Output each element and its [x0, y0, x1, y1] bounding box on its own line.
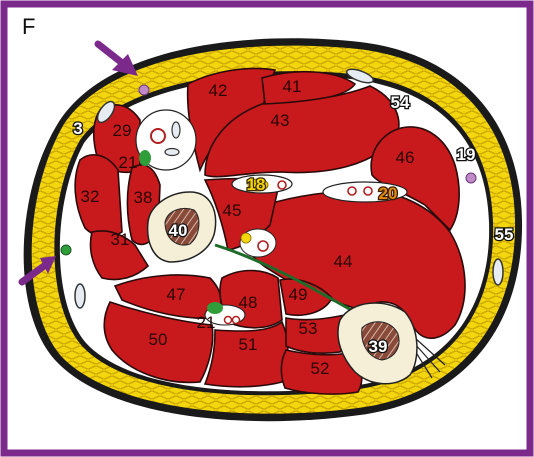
- structure-label-29: 29: [113, 121, 132, 140]
- structure-label-41: 41: [283, 77, 302, 96]
- structure-label-21b: 21: [197, 313, 216, 332]
- structure-label-40: 40: [169, 221, 188, 240]
- structure-label-50: 50: [149, 330, 168, 349]
- structure-label-47: 47: [167, 285, 186, 304]
- structure-label-54: 54: [391, 93, 410, 112]
- structure-label-43: 43: [271, 111, 290, 130]
- structure-label-18: 18: [247, 175, 266, 194]
- cutaneous-nerve-left: [61, 245, 71, 255]
- panel-letter: F: [22, 14, 35, 40]
- structure-label-51: 51: [239, 335, 258, 354]
- nerve-21-upper: [139, 150, 151, 166]
- vein-21-upper: [172, 122, 180, 138]
- structure-label-32: 32: [81, 187, 100, 206]
- cutaneous-nerve-right: [466, 173, 476, 183]
- vein-21-upper-b: [165, 149, 179, 156]
- structure-label-20: 20: [379, 184, 398, 203]
- superficial-vein-right: [493, 259, 503, 285]
- structure-label-55: 55: [495, 225, 514, 244]
- structure-label-44: 44: [334, 252, 353, 271]
- structure-label-21a: 21: [119, 153, 138, 172]
- superficial-vein-lower-left: [75, 284, 85, 308]
- structure-label-45: 45: [223, 201, 242, 220]
- cutaneous-nerve-top: [139, 85, 149, 95]
- structure-label-38: 38: [134, 188, 153, 207]
- structure-label-39: 39: [369, 337, 388, 356]
- structure-label-52: 52: [311, 359, 330, 378]
- muscle-51: [205, 322, 288, 387]
- structure-label-46: 46: [396, 148, 415, 167]
- structure-label-48: 48: [239, 293, 258, 312]
- structure-label-42: 42: [209, 81, 228, 100]
- structure-label-3: 3: [73, 119, 82, 138]
- structure-label-31: 31: [111, 230, 130, 249]
- structure-label-53: 53: [299, 319, 318, 338]
- nerve-center: [241, 233, 251, 243]
- structure-label-19: 19: [457, 145, 476, 164]
- structure-label-49: 49: [289, 285, 308, 304]
